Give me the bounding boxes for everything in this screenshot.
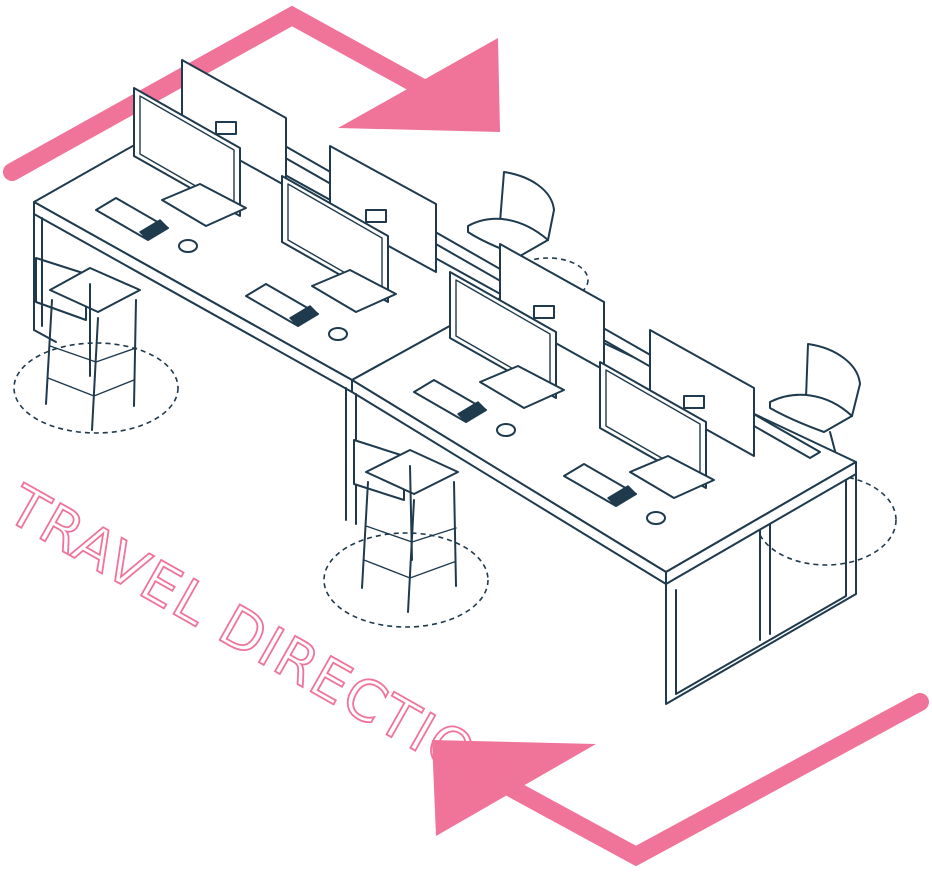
stool-icon <box>353 439 459 613</box>
keyboard-icon <box>95 197 637 507</box>
arrow-top-icon <box>3 5 500 181</box>
arrow-bottom-icon <box>432 693 929 867</box>
travel-direction-label: TRAVEL DIRECTION <box>0 473 525 811</box>
desk-right <box>345 295 857 705</box>
monitor-icon <box>133 87 247 227</box>
monitor-icon <box>599 361 715 499</box>
chair-icon <box>769 343 861 471</box>
monitor-icon <box>281 175 397 313</box>
chair-icon <box>467 171 555 257</box>
stool-icon <box>35 257 141 431</box>
mouse-icon <box>178 239 666 525</box>
monitor-icon <box>449 271 565 409</box>
